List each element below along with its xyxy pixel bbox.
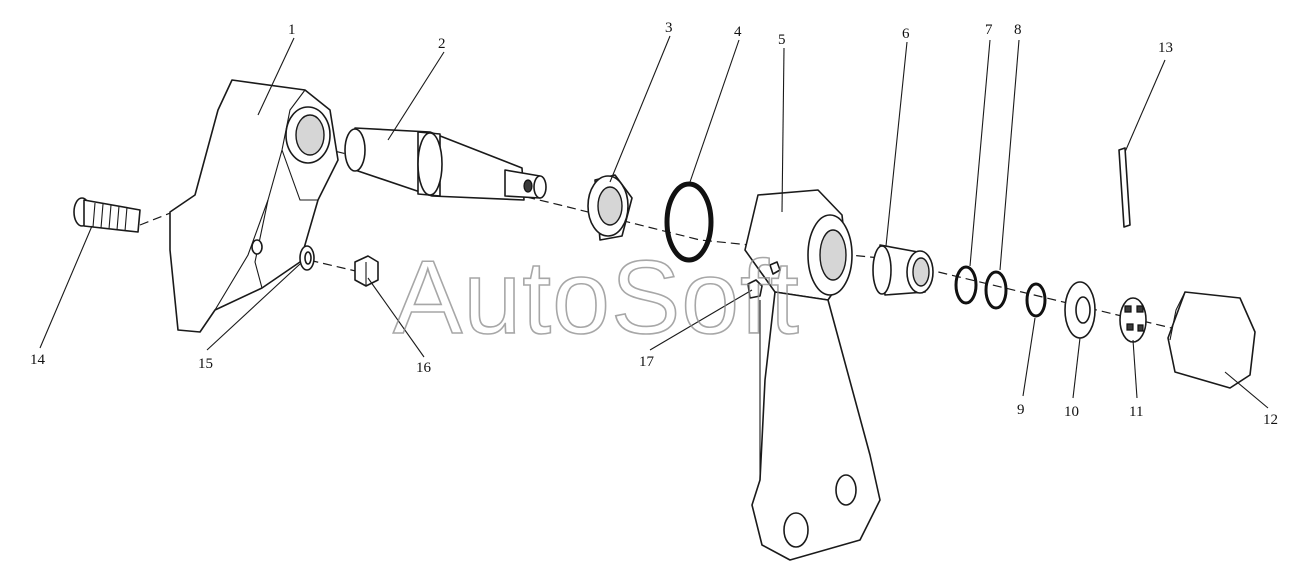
callout-8: 8 (1014, 22, 1022, 38)
part-17-grease-fitting (747, 261, 781, 299)
callout-14: 14 (30, 352, 46, 368)
part-10-washer (1064, 281, 1096, 339)
part-8-ring (984, 270, 1008, 310)
part-9-snap-ring (1025, 282, 1047, 318)
callout-11: 11 (1129, 404, 1143, 420)
callout-3: 3 (665, 20, 673, 36)
callout-15: 15 (198, 356, 213, 372)
part-6-sleeve (872, 244, 934, 296)
part-13-cotter-pin (1118, 147, 1131, 228)
autosoft-watermark: AutoSoft (393, 240, 800, 356)
callout-9: 9 (1017, 402, 1025, 418)
part-16-nut (354, 255, 379, 287)
part-5-arm (744, 189, 881, 561)
callout-16: 16 (416, 360, 432, 376)
part-3-bushing (587, 174, 633, 241)
callout-5: 5 (778, 32, 786, 48)
part-1-bracket (169, 79, 339, 333)
callout-4: 4 (734, 24, 742, 40)
part-14-bolt (73, 197, 141, 233)
callout-10: 10 (1064, 404, 1079, 420)
leader-lines (39, 35, 1269, 409)
part-12-cap (1167, 291, 1256, 389)
callout-6: 6 (902, 26, 910, 42)
callout-17: 17 (639, 354, 655, 370)
callout-13: 13 (1158, 40, 1173, 56)
callout-7: 7 (985, 22, 993, 38)
part-15-washer (299, 245, 315, 271)
callout-1: 1 (288, 22, 296, 38)
part-11-castle-nut (1119, 297, 1147, 343)
callout-12: 12 (1263, 412, 1278, 428)
callout-labels: 1 2 3 4 5 6 7 8 9 10 11 12 13 14 15 16 1… (30, 20, 1278, 428)
part-7-ring (954, 265, 978, 305)
callout-2: 2 (438, 36, 446, 52)
part-4-o-ring (664, 181, 714, 263)
part-2-shaft (344, 127, 547, 201)
